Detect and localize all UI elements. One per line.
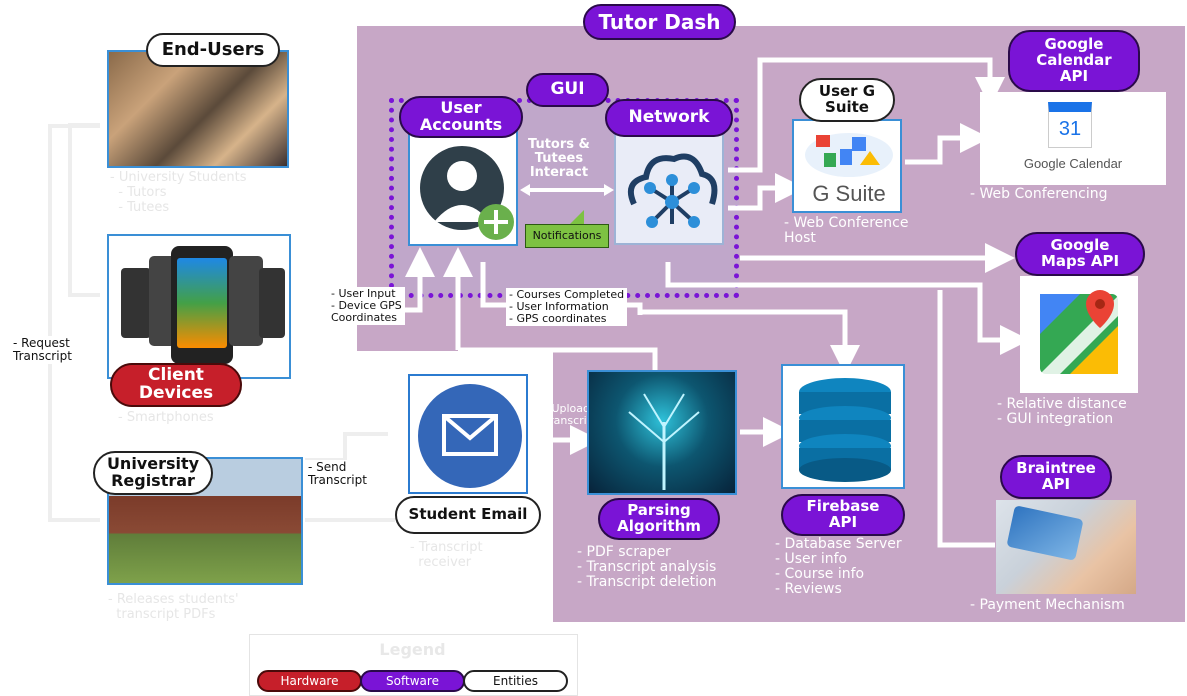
user-avatar-icon	[420, 146, 514, 240]
gcal-desc: - Web Conferencing	[970, 186, 1108, 202]
braintree-box	[996, 500, 1136, 594]
parsing-label: Parsing Algorithm	[598, 498, 720, 540]
envelope-icon	[418, 384, 522, 488]
user-input-note: - User Input - Device GPS Coordinates	[328, 287, 405, 325]
client-devices-desc: - Smartphones	[118, 410, 214, 425]
student-email-label: Student Email	[395, 496, 541, 534]
tutor-dash-title: Tutor Dash	[583, 4, 736, 40]
maps-icon	[1040, 290, 1118, 374]
calendar-number: 31	[1058, 118, 1082, 140]
gmaps-desc: - Relative distance - GUI integration	[997, 396, 1127, 427]
network-box	[614, 130, 724, 245]
student-email-desc: - Transcript receiver	[410, 540, 483, 570]
database-icon	[799, 378, 891, 482]
client-devices-label: Client Devices	[110, 363, 242, 407]
courses-note: - Courses Completed - User Information -…	[506, 288, 628, 326]
notifications-badge: Notifications	[525, 224, 609, 248]
firebase-label: Firebase API	[781, 494, 905, 536]
request-transcript-note: - Request Transcript	[10, 336, 75, 364]
legend-entities: Entities	[463, 670, 568, 692]
braintree-desc: - Payment Mechanism	[970, 597, 1125, 613]
registrar-label: University Registrar	[93, 451, 213, 495]
end-users-desc: - University Students - Tutors - Tutees	[110, 170, 247, 215]
gsuite-label: User G Suite	[799, 78, 895, 122]
gmaps-box	[1020, 276, 1138, 393]
user-accounts-box	[408, 128, 518, 246]
student-email-box	[408, 374, 528, 494]
upload-note: - Upload Transcript	[544, 402, 598, 427]
calendar-icon: 31	[1048, 102, 1092, 148]
gcal-box: 31 Google Calendar	[980, 92, 1166, 185]
parsing-image	[587, 370, 737, 495]
parsing-desc: - PDF scraper - Transcript analysis - Tr…	[577, 544, 717, 590]
end-users-label: End-Users	[146, 33, 280, 67]
gmaps-label: Google Maps API	[1015, 232, 1145, 276]
user-accounts-label: User Accounts	[399, 96, 523, 138]
gui-label: GUI	[526, 73, 609, 107]
legend-title: Legend	[379, 640, 446, 659]
notifications-tail	[570, 210, 584, 224]
legend-hardware: Hardware	[257, 670, 362, 692]
firebase-desc: - Database Server - User info - Course i…	[775, 536, 902, 597]
end-users-image	[107, 50, 289, 168]
braintree-label: Braintree API	[1000, 455, 1112, 499]
gsuite-box: G Suite	[792, 119, 902, 213]
gsuite-logo: G Suite	[812, 181, 886, 206]
send-transcript-note: - Send Transcript	[305, 460, 370, 488]
registrar-desc: - Releases students' transcript PDFs	[108, 592, 239, 622]
client-devices-image	[107, 234, 291, 379]
gcal-logo-text: Google Calendar	[1023, 156, 1123, 171]
legend-software: Software	[360, 670, 465, 692]
firebase-box	[781, 364, 905, 489]
credit-card-icon	[1006, 505, 1084, 561]
gcal-label: Google Calendar API	[1008, 30, 1140, 92]
interact-text: Tutors & Tutees Interact	[528, 137, 590, 180]
gsuite-apps-icon	[805, 133, 893, 177]
cloud-network-icon	[628, 153, 718, 228]
gsuite-desc: - Web Conference Host	[784, 215, 909, 246]
data-tree-icon	[628, 393, 700, 490]
network-label: Network	[605, 99, 733, 137]
